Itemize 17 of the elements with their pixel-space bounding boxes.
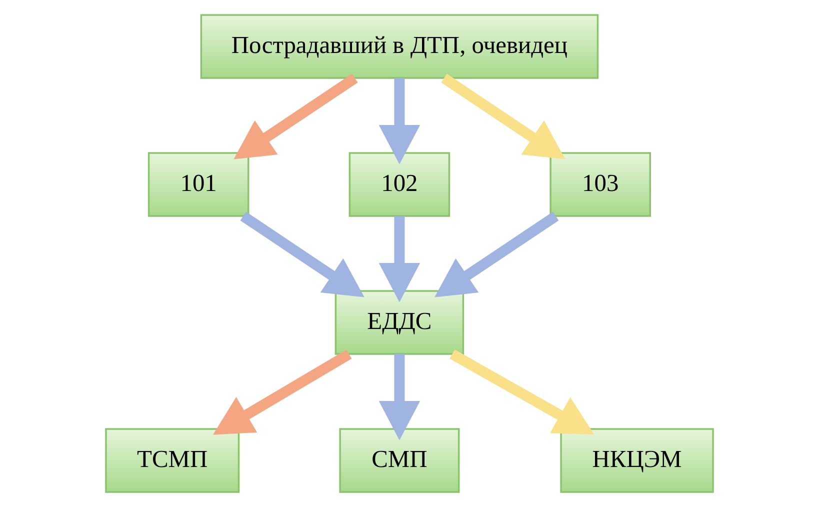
arrow: [233, 74, 358, 160]
arrow: [378, 216, 420, 302]
arrow: [240, 212, 364, 298]
arrow: [378, 354, 420, 440]
node-box: 103: [549, 152, 650, 217]
arrow: [378, 78, 420, 164]
arrow: [434, 212, 558, 298]
arrow: [212, 350, 352, 435]
arrow: [449, 350, 594, 435]
node-box: ТСМП: [104, 428, 240, 493]
node-box: Пострадавший в ДТП, очевидец: [200, 14, 598, 79]
arrow: [440, 74, 565, 160]
node-box: ЕДДС: [334, 290, 464, 355]
node-box: СМП: [338, 428, 460, 493]
node-box: 102: [348, 152, 450, 217]
node-box: НКЦЭМ: [560, 428, 714, 493]
node-box: 101: [147, 152, 249, 217]
